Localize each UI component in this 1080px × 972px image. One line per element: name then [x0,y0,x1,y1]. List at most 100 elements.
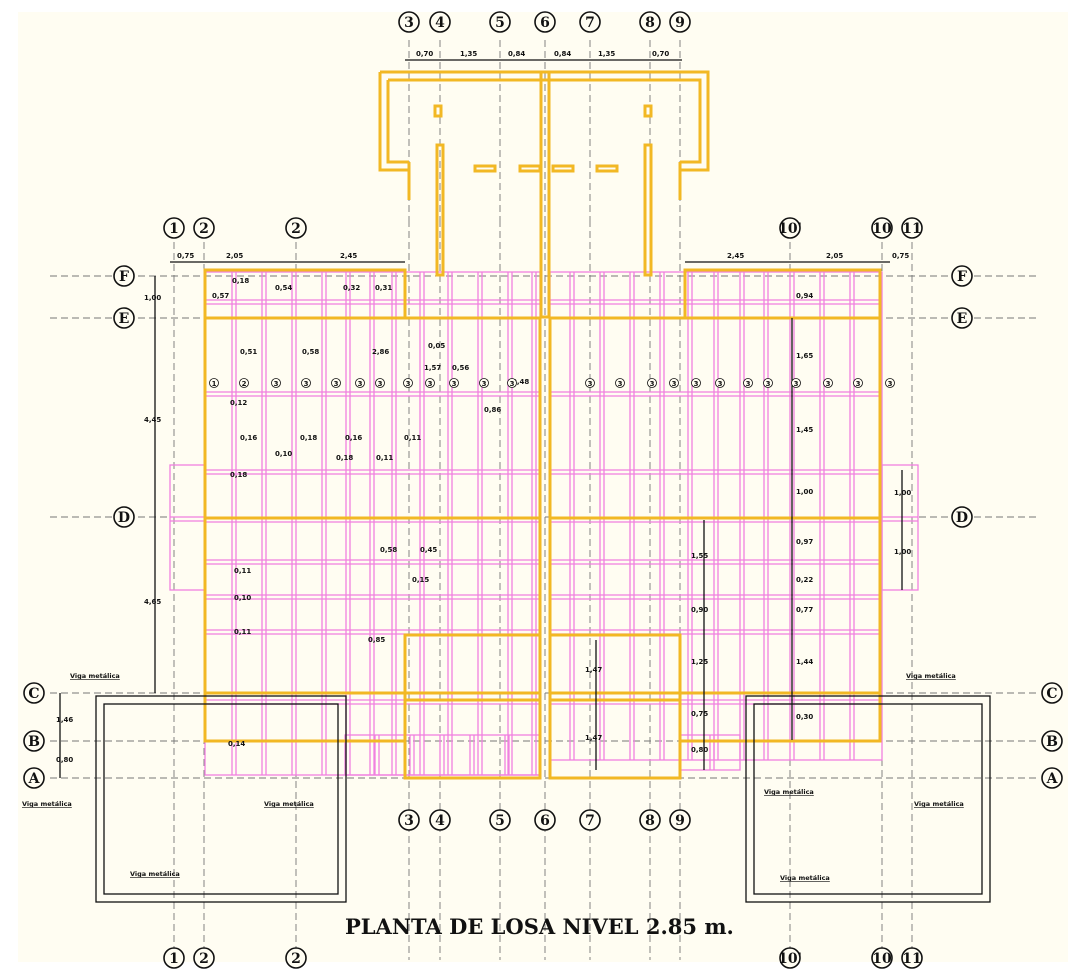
joist-mark: 1 [212,380,217,388]
axis-bubble-upper-right: 10 [871,217,893,239]
axis-bubble-top: 4 [429,11,451,33]
dimension-label: 1,46 [56,716,73,724]
dimension-label: 0,10 [234,594,251,602]
axis-bubble-row-right: C [1041,682,1063,704]
svg-text:8: 8 [645,15,655,31]
joist-mark: 3 [482,380,487,388]
svg-text:6: 6 [540,15,550,31]
dimension-label: 0,30 [796,713,813,721]
svg-text:E: E [119,311,130,327]
svg-text:5: 5 [495,813,505,829]
dimension-label: 0,11 [404,434,421,442]
axis-bubble-row-left: E [113,307,135,329]
axis-bubble-top: 5 [489,11,511,33]
steel-beam-label: Viga metálica [914,800,964,808]
axis-bubble-bottom: 9 [669,809,691,831]
svg-text:2: 2 [291,221,301,237]
steel-beam-label: Viga metálica [130,870,180,878]
svg-text:11: 11 [902,221,921,237]
axis-bubble-row-right: A [1041,767,1063,789]
dimension-label: 0,85 [368,636,385,644]
svg-text:7: 7 [585,15,595,31]
joist-mark: 3 [694,380,699,388]
svg-text:C: C [28,686,39,702]
svg-text:3: 3 [404,15,414,31]
joist-mark: 3 [794,380,799,388]
dimension-label: 0,22 [796,576,813,584]
axis-bubble-lower: 11 [901,947,923,969]
joist-mark: 3 [826,380,831,388]
beam-layout [203,70,882,780]
dimension-label: 0,45 [420,546,437,554]
axis-bubble-bottom: 5 [489,809,511,831]
svg-text:B: B [28,734,40,750]
dimension-label: 0,05 [428,342,445,350]
axis-bubble-top: 3 [398,11,420,33]
axis-bubble-upper-left: 1 [163,217,185,239]
dimension-label: 4,45 [144,416,161,424]
dimension-label: 0,10 [275,450,292,458]
joist-mark: 3 [334,380,339,388]
dimension-label: 0,51 [240,348,257,356]
svg-text:2: 2 [199,221,209,237]
joist-mark: 3 [746,380,751,388]
dimension-label: 0,90 [691,606,708,614]
axis-bubble-row-left: B [23,730,45,752]
svg-text:11: 11 [902,951,921,967]
joist-mark: 3 [766,380,771,388]
svg-text:D: D [956,510,968,526]
svg-text:8: 8 [645,813,655,829]
axis-bubble-bottom: 7 [579,809,601,831]
svg-text:2: 2 [199,951,209,967]
svg-text:7: 7 [585,813,595,829]
dimension-label: 0,48 [512,378,529,386]
axis-bubble-row-right: D [951,506,973,528]
dimension-label: 0,15 [412,576,429,584]
joist-mark: 3 [428,380,433,388]
steel-beam-label: Viga metálica [906,672,956,680]
dimension-label: 0,31 [375,284,392,292]
svg-text:1: 1 [169,221,179,237]
dimension-label: 0,18 [230,471,247,479]
dimension-label: 0,75 [177,252,194,260]
joist-mark: 2 [242,380,247,388]
dimension-label: 0,58 [302,348,319,356]
dimension-label: 1,47 [585,666,602,674]
dimension-label: 0,77 [796,606,813,614]
axis-bubble-lower: 10 [871,947,893,969]
svg-text:6: 6 [540,813,550,829]
svg-text:A: A [28,771,41,787]
dimension-label: 1,35 [598,50,615,58]
joist-mark: 3 [452,380,457,388]
dimension-label: 1,00 [894,548,911,556]
axis-bubble-lower: 10' [778,947,802,969]
axis-bubble-top: 7 [579,11,601,33]
joist-mark: 3 [406,380,411,388]
dimension-label: 0,18 [232,277,249,285]
svg-text:3: 3 [404,813,414,829]
dimension-label: 1,00 [894,489,911,497]
svg-text:E: E [957,311,968,327]
dimension-lines [59,59,903,778]
svg-text:1: 1 [169,951,179,967]
svg-text:10': 10' [778,951,802,967]
drawing-title: PLANTA DE LOSA NIVEL 2.85 m. [345,914,734,939]
svg-text:F: F [119,269,129,285]
axis-bubble-lower: 1 [163,947,185,969]
svg-text:2: 2 [291,951,301,967]
dimension-label: 0,86 [484,406,501,414]
joist-mark: 3 [672,380,677,388]
svg-text:4: 4 [435,15,445,31]
dimension-label: 0,14 [228,740,245,748]
dimension-label: 0,80 [691,746,708,754]
joist-mark: 3 [304,380,309,388]
dimension-label: 0,75 [691,710,708,718]
dimension-label: 0,58 [380,546,397,554]
dimension-label: 0,54 [275,284,292,292]
steel-beam-label: Viga metálica [22,800,72,808]
dimension-label: 2,86 [372,348,389,356]
axis-bubble-row-right: B [1041,730,1063,752]
joist-mark: 3 [856,380,861,388]
